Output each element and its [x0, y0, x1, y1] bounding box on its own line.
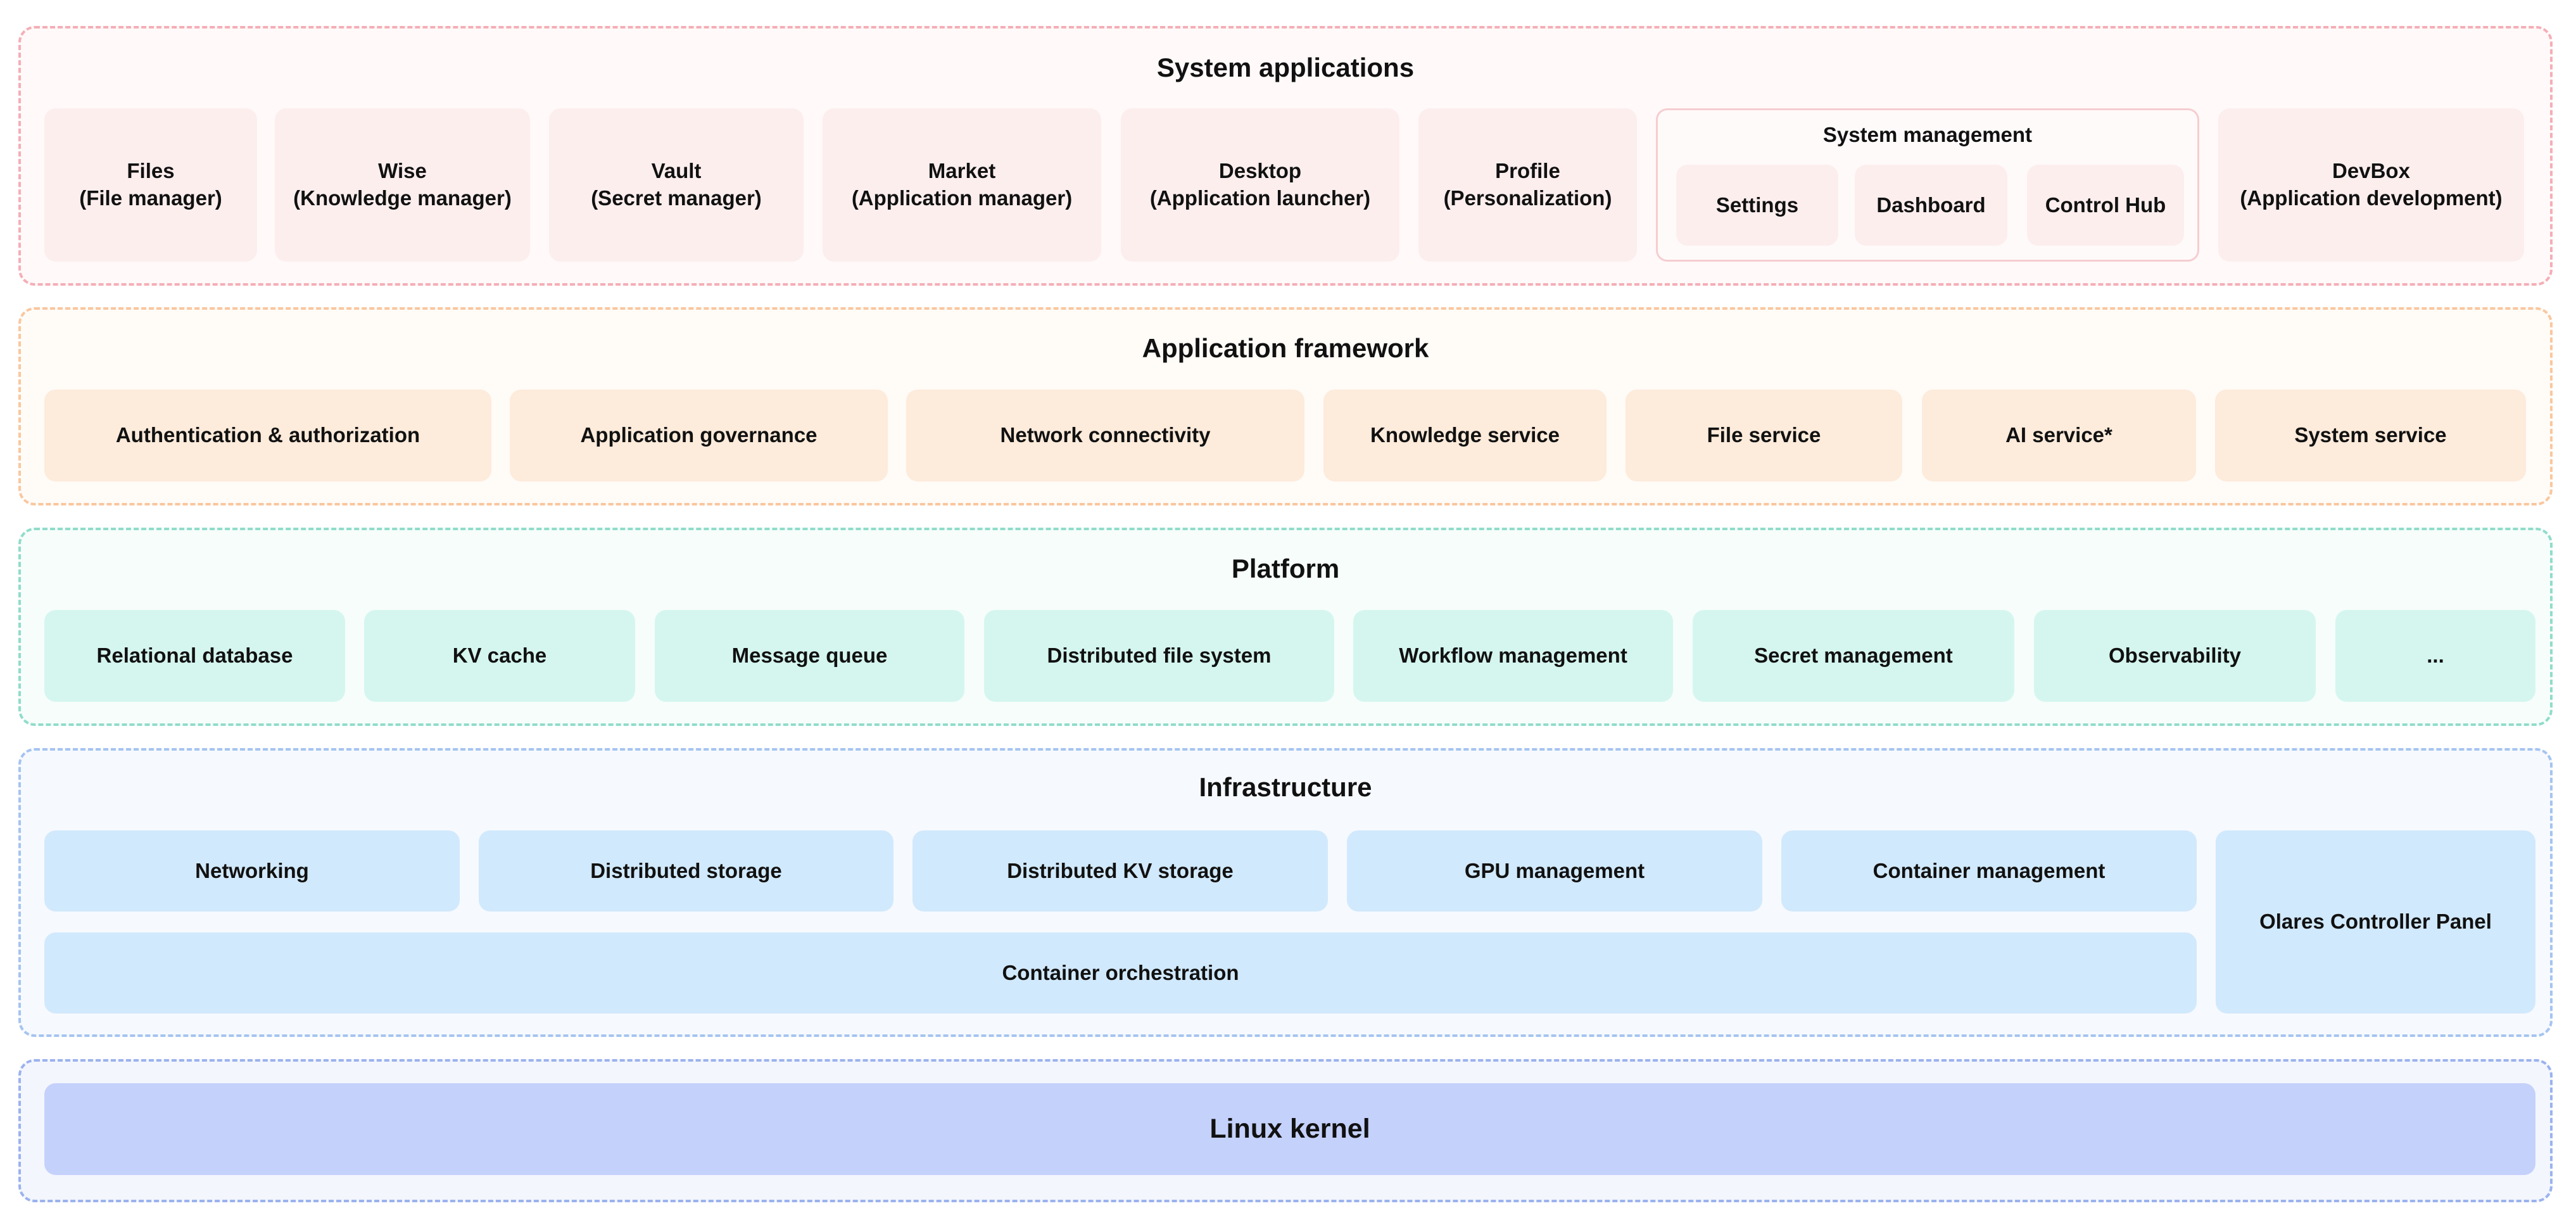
infra-container-orchestration: Container orchestration — [44, 932, 2197, 1013]
platform-message-queue: Message queue — [655, 610, 964, 702]
infra-distributed-kv-storage: Distributed KV storage — [912, 830, 1328, 912]
layer-title: Application framework — [1142, 333, 1429, 363]
system-management-title: System management — [1822, 123, 2033, 146]
app-devbox: DevBox (Application development) — [2218, 108, 2524, 262]
layer-application-framework: Application framework Authentication & a… — [18, 307, 2553, 505]
framework-file-service: File service — [1626, 390, 1902, 481]
framework-knowledge-service: Knowledge service — [1323, 390, 1607, 481]
system-management-dashboard: Dashboard — [1855, 165, 2007, 246]
app-wise: Wise (Knowledge manager) — [275, 108, 530, 262]
app-profile: Profile (Personalization) — [1418, 108, 1637, 262]
app-vault: Vault (Secret manager) — [549, 108, 804, 262]
platform-workflow-management: Workflow management — [1353, 610, 1673, 702]
layer-infrastructure: Infrastructure Networking Distributed st… — [18, 748, 2553, 1037]
infra-networking: Networking — [44, 830, 460, 912]
infra-olares-controller-panel: Olares Controller Panel — [2216, 830, 2535, 1013]
layer-linux-kernel: Linux kernel — [18, 1059, 2553, 1202]
app-desktop: Desktop (Application launcher) — [1121, 108, 1399, 262]
infra-gpu-management: GPU management — [1347, 830, 1762, 912]
system-management-group: System management Settings Dashboard Con… — [1656, 108, 2199, 262]
platform-secret-management: Secret management — [1693, 610, 2014, 702]
layer-title: System applications — [1156, 53, 1415, 82]
infra-container-management: Container management — [1781, 830, 2197, 912]
system-management-settings: Settings — [1676, 165, 1838, 246]
layer-title: Platform — [1231, 554, 1340, 583]
framework-authentication: Authentication & authorization — [44, 390, 491, 481]
kernel-linux: Linux kernel — [44, 1083, 2535, 1175]
platform-observability: Observability — [2034, 610, 2316, 702]
framework-ai-service: AI service* — [1922, 390, 2196, 481]
framework-network-connectivity: Network connectivity — [906, 390, 1304, 481]
platform-relational-database: Relational database — [44, 610, 345, 702]
framework-application-governance: Application governance — [510, 390, 888, 481]
platform-kv-cache: KV cache — [364, 610, 635, 702]
framework-system-service: System service — [2215, 390, 2526, 481]
platform-distributed-file-system: Distributed file system — [984, 610, 1334, 702]
app-market: Market (Application manager) — [823, 108, 1101, 262]
layer-platform: Platform Relational database KV cache Me… — [18, 528, 2553, 726]
platform-more: ... — [2335, 610, 2535, 702]
layer-system-applications: System applications Files (File manager)… — [18, 26, 2553, 286]
system-management-control-hub: Control Hub — [2027, 165, 2184, 246]
app-files: Files (File manager) — [44, 108, 257, 262]
infra-distributed-storage: Distributed storage — [479, 830, 893, 912]
layer-title: Infrastructure — [1199, 772, 1372, 802]
